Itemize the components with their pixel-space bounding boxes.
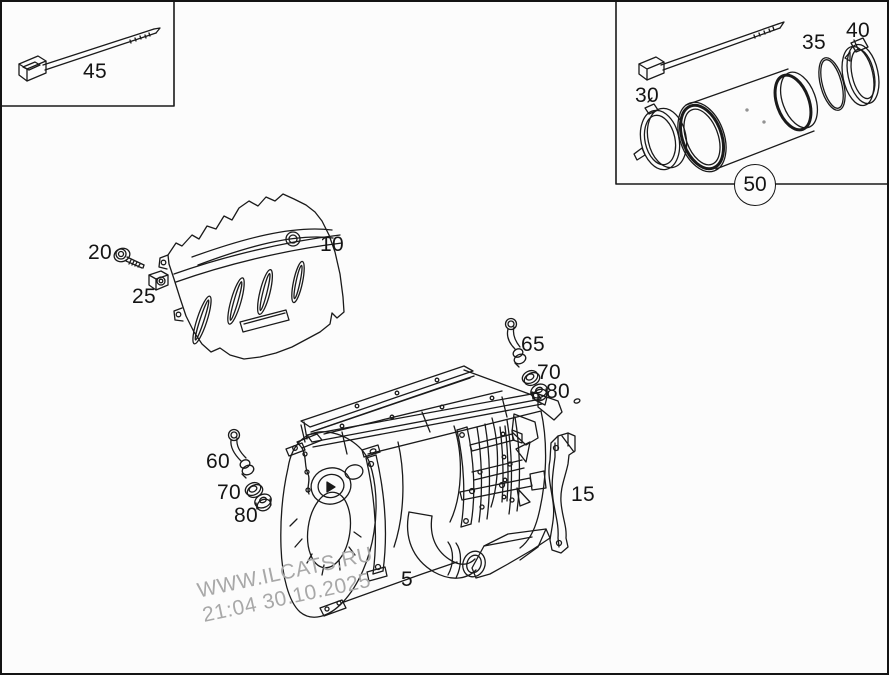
- callout-45[interactable]: 45: [83, 60, 107, 83]
- kit-50-drawing: [634, 22, 884, 178]
- clamp-40-drawing: [837, 38, 884, 108]
- callout-70-left[interactable]: 70: [217, 481, 241, 504]
- sensor-60-drawing: [229, 430, 256, 479]
- callout-35[interactable]: 35: [802, 31, 826, 54]
- callout-40[interactable]: 40: [846, 19, 870, 42]
- callout-30[interactable]: 30: [635, 84, 659, 107]
- callout-25[interactable]: 25: [132, 285, 156, 308]
- seal-70-left-drawing: [243, 480, 265, 500]
- callout-80-right[interactable]: 80: [546, 380, 570, 403]
- callout-70-right[interactable]: 70: [537, 361, 561, 384]
- nut-80-right-drawing: [529, 382, 550, 403]
- callout-80-left[interactable]: 80: [234, 504, 258, 527]
- callout-15[interactable]: 15: [571, 483, 595, 506]
- sensor-65-drawing: [506, 319, 528, 368]
- callout-5[interactable]: 5: [401, 568, 413, 591]
- heat-shield-10-drawing: [159, 194, 344, 359]
- callout-20[interactable]: 20: [88, 241, 112, 264]
- inset-box-borders: [2, 2, 889, 184]
- clamp-30-drawing: [634, 98, 692, 173]
- main-assembly-5-drawing: [281, 366, 581, 617]
- support-bracket-15-drawing: [549, 433, 575, 553]
- seal-70-right-drawing: [520, 368, 542, 388]
- callout-10[interactable]: 10: [320, 233, 344, 256]
- callout-60[interactable]: 60: [206, 450, 230, 473]
- cable-tie-45-drawing: [19, 28, 160, 81]
- callout-50-circle[interactable]: 50: [734, 164, 776, 206]
- bolt-20-drawing: [112, 246, 144, 268]
- callout-65[interactable]: 65: [521, 333, 545, 356]
- nut-80-left-drawing: [253, 492, 274, 513]
- hose-drawing: [669, 67, 824, 178]
- clip-nut-25-drawing: [149, 271, 168, 290]
- callout-50: 50: [743, 173, 767, 196]
